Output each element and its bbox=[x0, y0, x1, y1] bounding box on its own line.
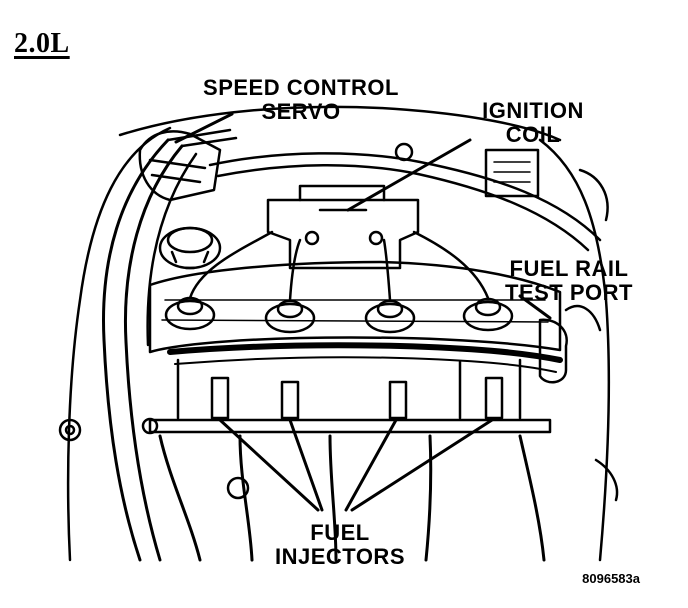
wiring-harness bbox=[167, 342, 563, 363]
plug-boots bbox=[164, 296, 514, 334]
label-fuel-rail-test-port-line2: TEST PORT bbox=[505, 280, 633, 305]
coil-bolt-left bbox=[304, 230, 320, 246]
fuel-rail bbox=[148, 418, 552, 434]
label-ignition-coil: IGNITION COIL bbox=[468, 99, 598, 147]
label-speed-control-servo: SPEED CONTROL SERVO bbox=[186, 76, 416, 124]
oil-cap bbox=[158, 226, 222, 270]
hose-left-outer bbox=[102, 138, 170, 562]
oil-cap-top bbox=[166, 226, 214, 254]
coil-pack bbox=[266, 198, 420, 270]
label-fuel-injectors: FUEL INJECTORS bbox=[260, 521, 420, 569]
leader-test-port bbox=[518, 294, 552, 320]
servo-body bbox=[138, 130, 222, 202]
hose-left-inner bbox=[123, 144, 184, 562]
fuel-rail-end bbox=[141, 417, 159, 435]
label-speed-control-servo-line2: SERVO bbox=[261, 99, 341, 124]
leader-injector-1 bbox=[218, 418, 320, 512]
label-fuel-injectors-line2: INJECTORS bbox=[274, 544, 405, 569]
top-cable bbox=[208, 152, 602, 242]
engine-heading: 2.0L bbox=[14, 28, 70, 59]
hose-left-cable bbox=[146, 152, 198, 347]
engine-bay-top-edge bbox=[118, 105, 562, 142]
test-port bbox=[538, 318, 568, 384]
valve-cover bbox=[148, 260, 562, 354]
label-ignition-coil-line1: IGNITION bbox=[482, 98, 584, 123]
leader-injector-3 bbox=[344, 418, 398, 512]
rail-brackets bbox=[176, 358, 522, 420]
label-fuel-rail-test-port-line1: FUEL RAIL bbox=[509, 256, 629, 281]
servo-detail bbox=[148, 158, 207, 184]
hose-left-top bbox=[166, 128, 238, 148]
coil-bolt-right bbox=[368, 230, 384, 246]
intake-runners bbox=[158, 434, 546, 562]
injectors bbox=[210, 376, 504, 420]
valve-cover-ribs bbox=[161, 299, 549, 323]
figure-id: 8096583a bbox=[582, 571, 640, 586]
leader-coil bbox=[346, 138, 472, 212]
coil-top-plate bbox=[298, 184, 386, 202]
label-speed-control-servo-line1: SPEED CONTROL bbox=[203, 75, 399, 100]
leader-lines bbox=[174, 112, 552, 512]
plug-wire-4 bbox=[412, 230, 490, 300]
plug-wire-1 bbox=[188, 230, 274, 300]
label-fuel-rail-test-port: FUEL RAIL TEST PORT bbox=[494, 257, 644, 305]
leader-injector-2 bbox=[288, 418, 324, 512]
plug-wire-2 bbox=[288, 238, 302, 302]
top-cable-2 bbox=[216, 163, 590, 252]
engine-bay-outline bbox=[66, 126, 611, 562]
label-block bbox=[484, 148, 540, 198]
label-fuel-injectors-line1: FUEL bbox=[310, 520, 370, 545]
leader-injector-4 bbox=[350, 418, 494, 512]
plug-wire-3 bbox=[382, 238, 392, 302]
label-ignition-coil-line2: COIL bbox=[505, 122, 561, 147]
leader-servo bbox=[174, 112, 234, 144]
